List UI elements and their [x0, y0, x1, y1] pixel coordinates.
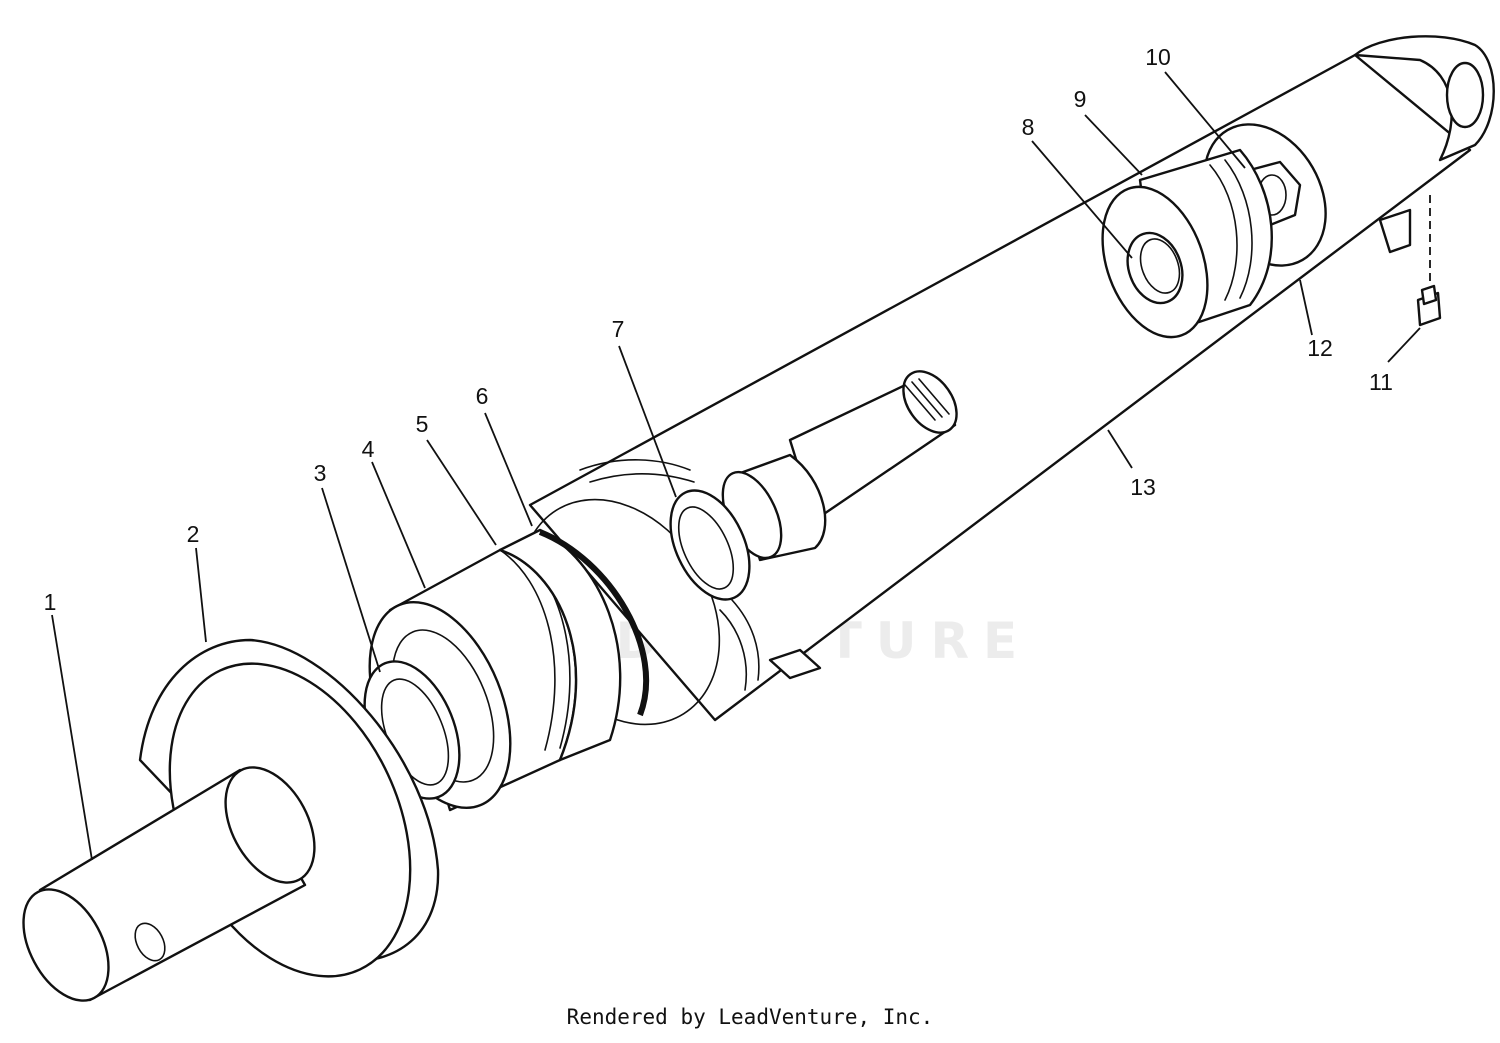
callout-4: 4 — [362, 436, 375, 462]
callout-6: 6 — [476, 383, 489, 409]
callout-7: 7 — [612, 316, 625, 342]
callout-3: 3 — [314, 460, 327, 486]
callout-11: 11 — [1369, 369, 1393, 395]
callout-12: 12 — [1307, 335, 1333, 361]
callout-9: 9 — [1074, 86, 1087, 112]
render-credit: Rendered by LeadVenture, Inc. — [566, 1005, 934, 1029]
callout-labels: 1 2 3 4 5 6 7 8 9 10 11 12 13 — [44, 44, 1393, 615]
callout-2: 2 — [187, 521, 200, 547]
callout-8: 8 — [1022, 114, 1035, 140]
bleeder-fitting — [1416, 195, 1442, 327]
clevis-pin — [22, 766, 316, 1002]
rear-clevis — [1353, 35, 1495, 254]
leader-lines — [51, 71, 1421, 861]
callout-13: 13 — [1130, 474, 1156, 500]
callout-5: 5 — [416, 411, 429, 437]
callout-1: 1 — [44, 589, 57, 615]
seal-ring — [669, 489, 751, 601]
end-gland — [1101, 148, 1273, 339]
callout-10: 10 — [1145, 44, 1171, 70]
piston-rod — [721, 370, 958, 562]
